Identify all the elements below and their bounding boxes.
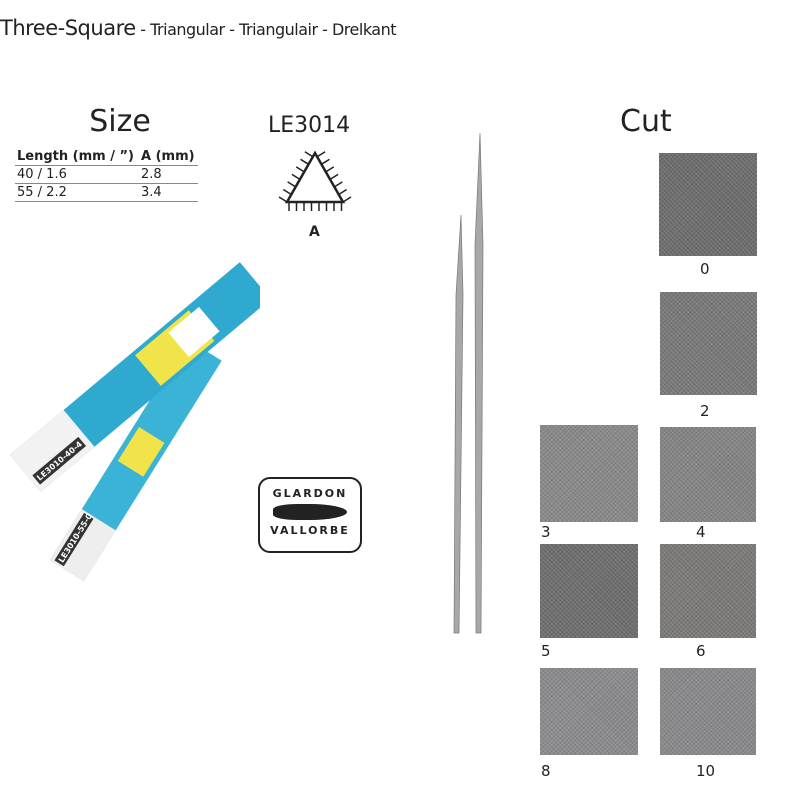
col-length: Length (mm / ”) <box>15 148 139 166</box>
logo-bottom-text: VALLORBE <box>270 524 350 537</box>
cut-label: 2 <box>700 402 710 420</box>
cut-swatch-8 <box>540 668 638 755</box>
cut-label: 4 <box>696 523 706 541</box>
dimension-label: A <box>309 224 320 240</box>
table-header: Length (mm / ”)A (mm) <box>15 148 198 166</box>
cell: 2.8 <box>139 165 198 184</box>
cut-swatch-3 <box>540 425 638 522</box>
cut-label: 8 <box>541 762 551 780</box>
packaging-photo: LE3010-55-0 LE3010-40-4 <box>10 262 260 582</box>
col-a: A (mm) <box>139 148 198 166</box>
fish-icon <box>273 504 347 520</box>
cut-label: 3 <box>541 523 551 541</box>
glardon-vallorbe-logo: GLARDON VALLORBE <box>258 477 362 553</box>
files-photo <box>453 132 484 634</box>
title-main: Three-Square <box>0 16 136 40</box>
model-number: LE3014 <box>268 113 351 138</box>
cut-heading: Cut <box>620 104 672 139</box>
cut-swatch-6 <box>660 544 756 638</box>
size-heading: Size <box>89 104 151 139</box>
cut-swatch-4 <box>660 427 756 522</box>
cut-swatch-10 <box>660 668 756 755</box>
title-translations: - Triangular - Triangulair - Drelkant <box>135 20 397 39</box>
logo-top-text: GLARDON <box>272 487 348 500</box>
cut-swatch-0 <box>659 153 757 256</box>
triangle-profile-icon <box>278 150 352 211</box>
cut-swatch-2 <box>660 292 757 395</box>
cell: 3.4 <box>139 183 198 202</box>
cut-swatch-5 <box>540 544 638 638</box>
cut-label: 6 <box>696 642 706 660</box>
cell: 40 / 1.6 <box>15 165 139 184</box>
cut-label: 0 <box>700 260 710 278</box>
cut-label: 10 <box>696 762 716 780</box>
page-title: Three-Square - Triangular - Triangulair … <box>0 16 397 40</box>
cell: 55 / 2.2 <box>15 183 139 202</box>
cut-label: 5 <box>541 642 551 660</box>
